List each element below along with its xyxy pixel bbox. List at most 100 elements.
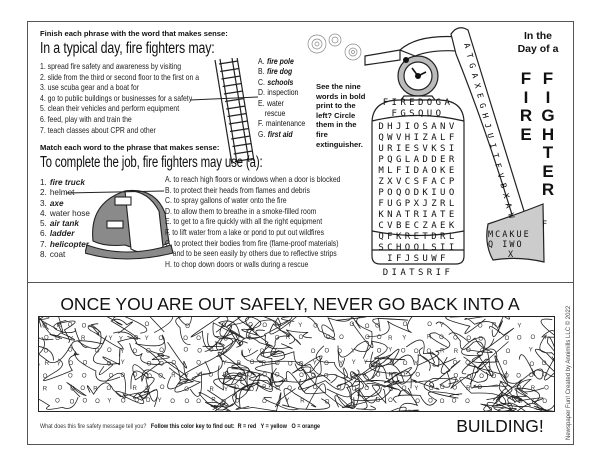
word-item: 8.coat <box>40 250 90 260</box>
mosaic-color-letter: O <box>440 399 445 405</box>
mosaic-color-letter: Y <box>352 360 356 366</box>
mosaic-color-letter: O <box>517 385 522 391</box>
mosaic-region-outline <box>370 353 405 388</box>
mosaic-color-letter: Y <box>414 361 418 367</box>
mosaic-color-letter: O <box>337 385 342 391</box>
mosaic-region-outline <box>491 316 510 338</box>
mosaic-color-letter: R <box>223 373 228 379</box>
ladder-rung <box>225 97 245 103</box>
mosaic-color-letter: Y <box>158 398 162 404</box>
mosaic-color-letter: O <box>452 385 457 391</box>
mosaic-color-letter: R <box>81 336 86 342</box>
mosaic-region-outline <box>214 325 244 348</box>
word-number: 6. <box>40 229 47 239</box>
wordsearch-row: QFKRETDRL <box>378 232 458 242</box>
mosaic-color-letter: Y <box>440 323 444 329</box>
title-line1: In the <box>524 30 552 42</box>
answer-item: A.fire pole <box>258 57 305 67</box>
axe-handle-letter: F <box>493 162 503 169</box>
mosaic-color-letter: O <box>121 399 126 405</box>
mosaic-color-letter: O <box>492 374 497 380</box>
phrase-item: C. to spray gallons of water onto the fi… <box>165 196 287 206</box>
mosaic-color-letter: O <box>68 347 73 353</box>
ladder-rung <box>231 135 251 140</box>
title-letter: T <box>542 143 554 162</box>
mosaic-region-outline <box>439 370 476 389</box>
mosaic-color-letter: Y <box>57 362 61 368</box>
mosaic-color-letter: O <box>326 335 331 341</box>
mosaic-color-letter: O <box>403 361 408 367</box>
mosaic-color-letter: O <box>531 335 536 341</box>
axe-handle-letter: A <box>503 202 513 209</box>
title-letter: F <box>520 69 532 88</box>
mosaic-region-outline <box>337 340 369 368</box>
word-number: 8. <box>40 250 47 260</box>
mosaic-region-outline <box>261 316 288 327</box>
word-text: air tank <box>49 219 79 229</box>
word-text: ladder <box>49 229 75 239</box>
mosaic-color-letter: O <box>235 398 240 404</box>
mosaic-region-outline <box>540 318 555 345</box>
mosaic-region-outline <box>38 326 54 364</box>
mosaic-region-outline <box>263 316 299 335</box>
mosaic-color-letter: O <box>109 373 114 379</box>
mosaic-color-letter: O <box>439 335 444 341</box>
mosaic-color-letter: O <box>223 337 228 343</box>
mosaic-region-outline <box>470 365 498 389</box>
mosaic-region-outline <box>364 384 387 405</box>
wordsearch-row: IFJSUWF <box>387 254 449 264</box>
mosaic-region-outline <box>66 382 87 398</box>
mosaic-color-letter: O <box>146 398 151 404</box>
mosaic-color-letter: R <box>454 349 459 355</box>
mosaic-color-letter: O <box>517 336 522 342</box>
phrase-item: 2. slide from the third or second floor … <box>40 72 200 82</box>
word-text: water hose <box>49 208 90 218</box>
mosaic-color-letter: R <box>133 386 138 392</box>
mosaic-color-letter: O <box>376 361 381 367</box>
mosaic-color-letter: O <box>325 399 330 405</box>
answer-letter: A. <box>258 57 265 66</box>
word-number: 3. <box>40 198 47 208</box>
mosaic-region-outline <box>358 354 415 377</box>
mosaic-color-letter: O <box>313 323 318 329</box>
mosaic-region-outline <box>505 394 544 404</box>
mosaic-color-letter: R <box>57 323 62 329</box>
mosaic-region-outline <box>367 316 413 337</box>
part2-instruction: Match each word to the phrase that makes… <box>40 143 220 152</box>
mosaic-region-outline <box>245 324 293 350</box>
phrase-item: A. to reach high floors or windows when … <box>165 175 341 184</box>
mosaic-color-letter: O <box>477 385 482 391</box>
mosaic-region-outline <box>241 345 270 363</box>
mosaic-color-letter: O <box>401 349 406 355</box>
mosaic-region-outline <box>213 367 248 391</box>
mosaic-region-outline <box>174 361 211 393</box>
answer-letter: F. <box>258 119 264 129</box>
mosaic-region-outline <box>207 332 238 358</box>
mosaic-region-outline <box>281 388 317 410</box>
mosaic-color-letter: O <box>275 373 280 379</box>
answer-word: fire dog <box>267 67 293 77</box>
match-line <box>66 190 165 194</box>
answer-letter: G. <box>258 129 266 139</box>
mosaic-color-letter: O <box>324 374 329 380</box>
mosaic-color-letter: O <box>185 399 190 405</box>
mosaic-color-letter: R <box>262 385 267 391</box>
color-key: Follow this color key to find out: R = r… <box>150 423 321 430</box>
mosaic-region-outline <box>215 382 259 411</box>
mosaic-color-letter: O <box>247 373 252 379</box>
helmet-illustration <box>85 189 174 260</box>
mosaic-region-outline <box>476 348 498 378</box>
mosaic-region-outline <box>190 316 229 352</box>
mosaic-region-outline <box>297 368 346 391</box>
mosaic-color-letter: O <box>170 399 175 405</box>
wordsearch-row: DIATSRIF <box>382 268 454 278</box>
title-letter: E <box>520 124 532 144</box>
mosaic-region-outline <box>389 406 420 412</box>
word-text: axe <box>49 198 64 208</box>
mosaic-region-outline <box>167 341 202 397</box>
wordsearch-row: POQODKIUO <box>378 188 458 198</box>
bottom-headline: ONCE YOU ARE OUT SAFELY, NEVER GO BACK I… <box>60 294 520 314</box>
title-letter: R <box>541 180 555 199</box>
ladder-rung <box>234 157 255 163</box>
